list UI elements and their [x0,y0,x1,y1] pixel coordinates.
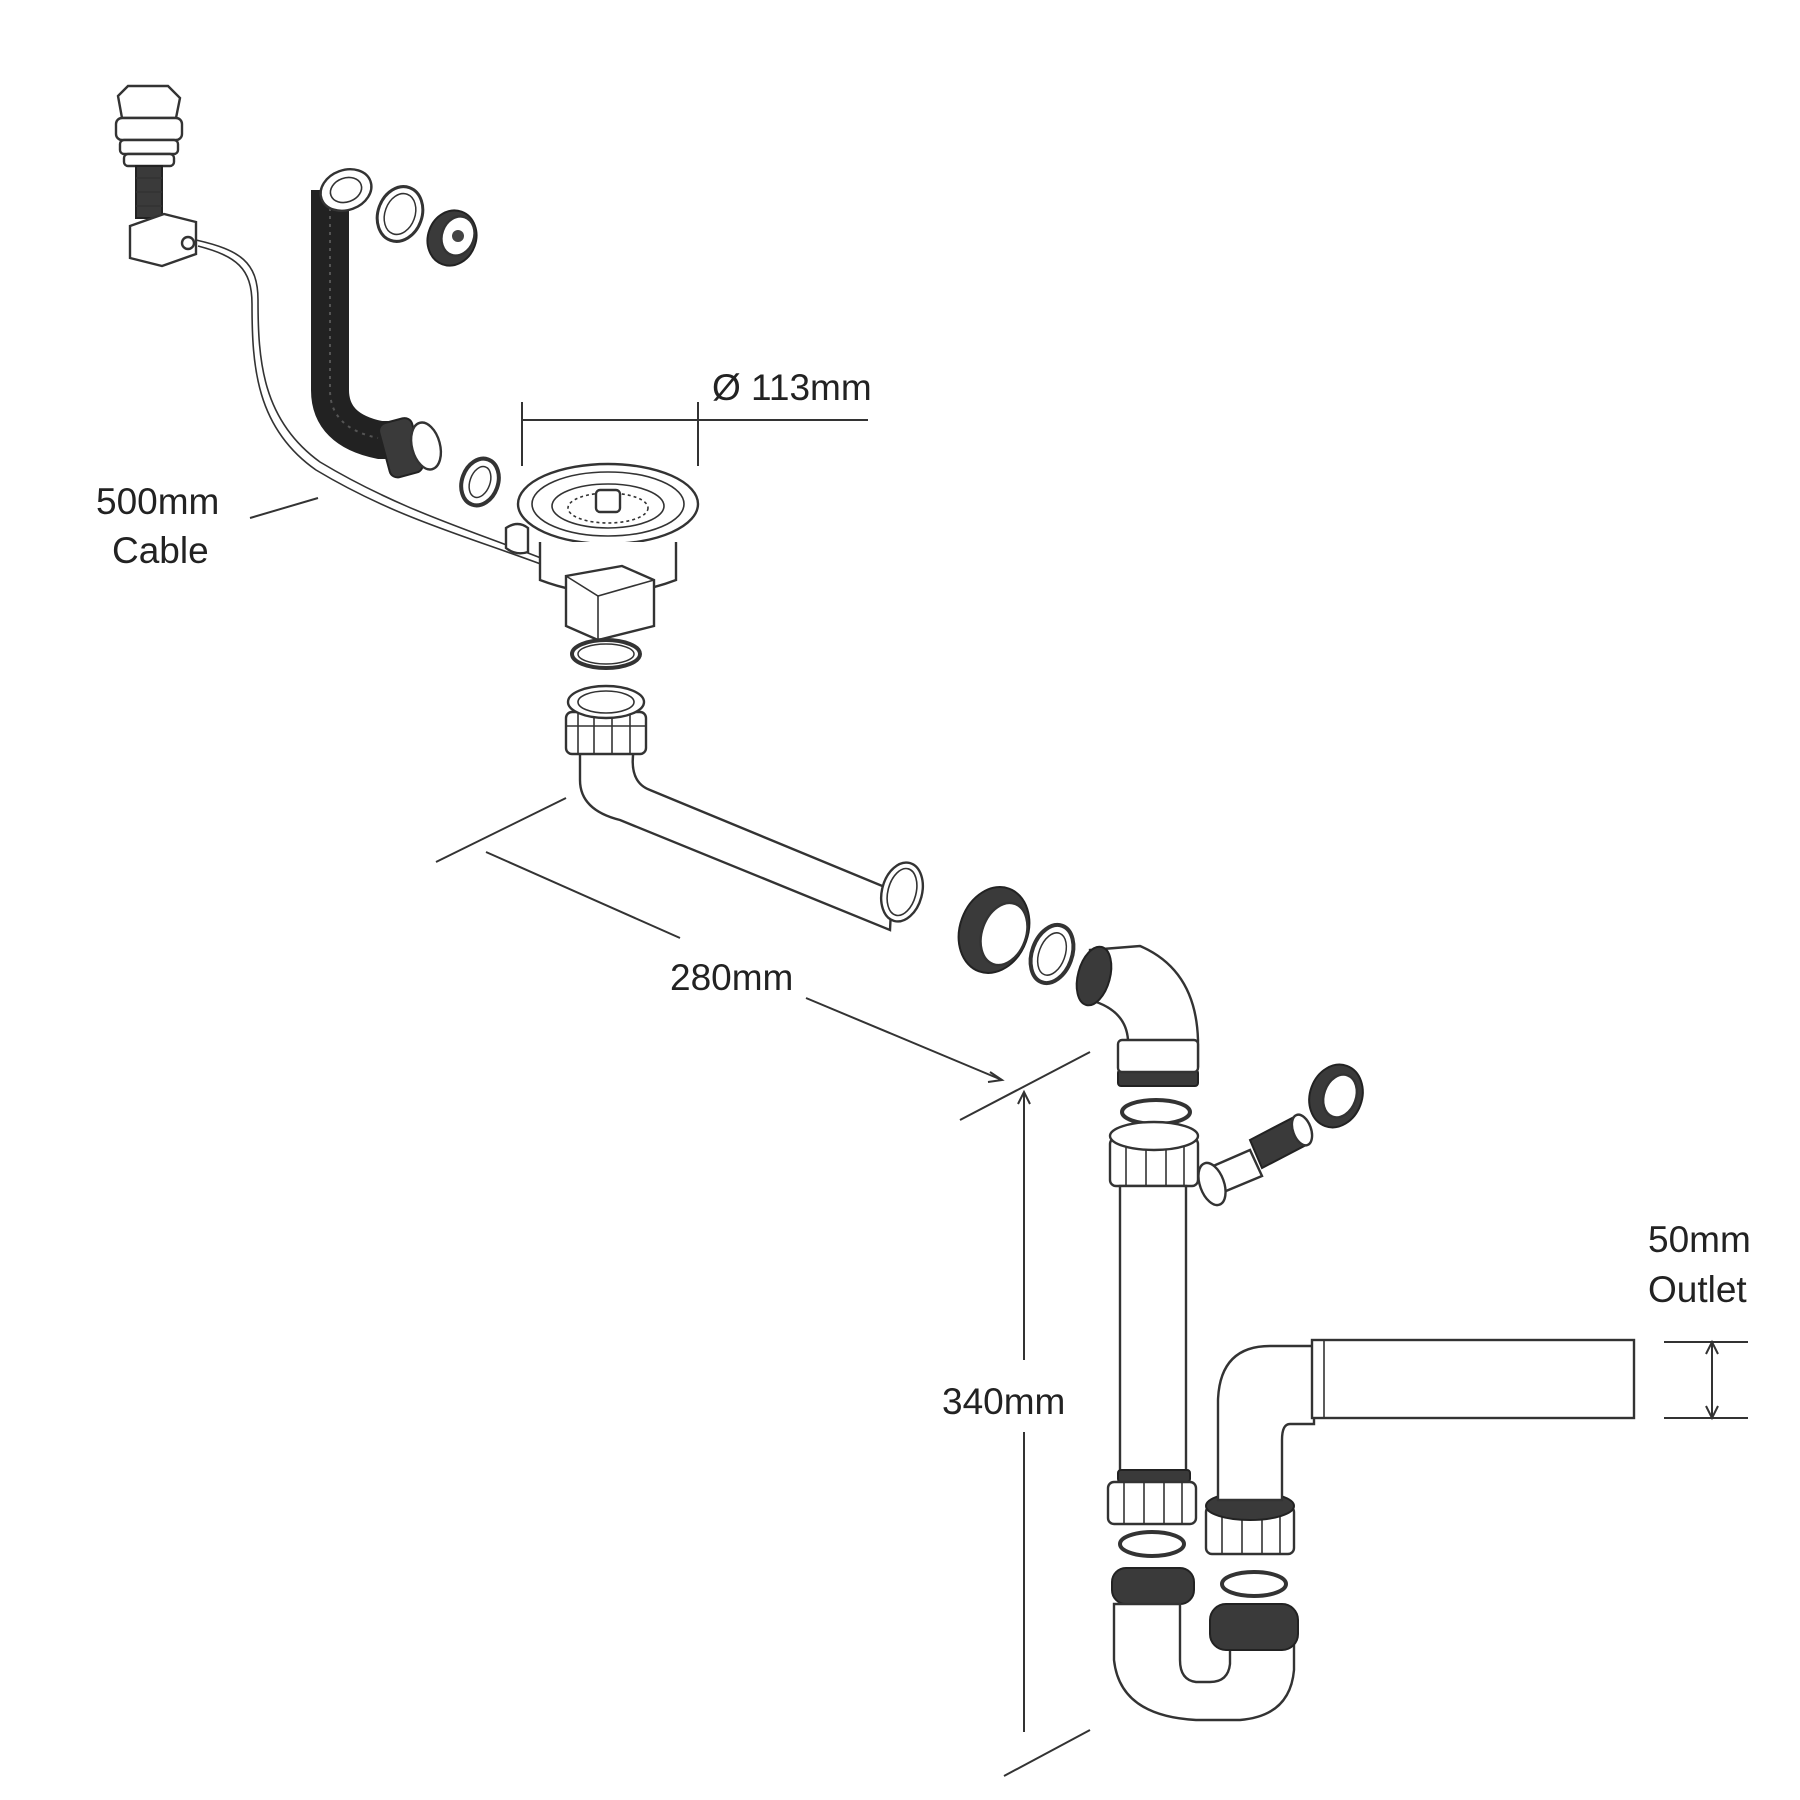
horizontal-length-label: 280mm [670,957,793,998]
pipe-washer [1028,922,1076,986]
overflow-washer [375,185,425,243]
control-cable [195,239,547,567]
outlet-word-label: Outlet [1648,1269,1747,1310]
diameter-label: Ø 113mm [712,367,872,408]
dimension-cable: 500mm Cable [96,481,319,571]
dimension-horizontal: 280mm [435,797,1091,1121]
waste-pipe [564,684,925,932]
overflow-hose [311,168,443,479]
overflow-grill [426,209,478,267]
standpipe [1106,1098,1200,1526]
strainer-washer [570,638,642,670]
dimension-outlet: 50mm Outlet [1648,1219,1751,1421]
pipe-nut [957,886,1031,974]
dimension-vertical: 340mm [942,1089,1091,1777]
appliance-connector [1197,1063,1364,1207]
overflow-knob [114,84,198,268]
basket-strainer [504,462,700,642]
elbow-fitting [1075,944,1200,1087]
cable-length-label: 500mm [96,481,219,522]
dimension-diameter: Ø 113mm [521,367,872,466]
hose-washer [459,456,501,508]
cable-word-label: Cable [112,530,209,571]
outlet-size-label: 50mm [1648,1219,1751,1260]
outlet-pipe [1216,1338,1636,1502]
vertical-length-label: 340mm [942,1381,1065,1422]
trap [1111,1491,1299,1722]
